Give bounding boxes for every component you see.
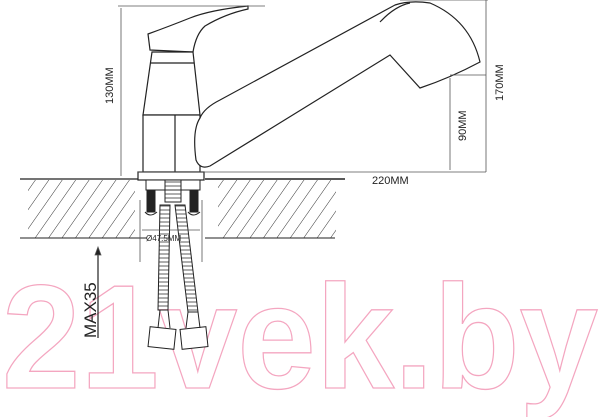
mounting-hardware (144, 179, 201, 216)
countertop (20, 178, 345, 239)
watermark: 21vek.by (1, 254, 598, 417)
dim-170mm: 170MM (494, 64, 506, 101)
svg-text:21vek.by: 21vek.by (2, 255, 598, 417)
hoses (147, 204, 209, 350)
dim-90mm: 90MM (457, 110, 469, 141)
dim-diameter: Ø47.5MM (146, 234, 181, 243)
faucet-body (137, 1, 481, 181)
dim-130mm: 130MM (104, 67, 116, 104)
dimension-lines (94, 0, 488, 338)
dim-220mm: 220MM (372, 175, 409, 187)
dim-max35: MAX35 (81, 282, 100, 338)
